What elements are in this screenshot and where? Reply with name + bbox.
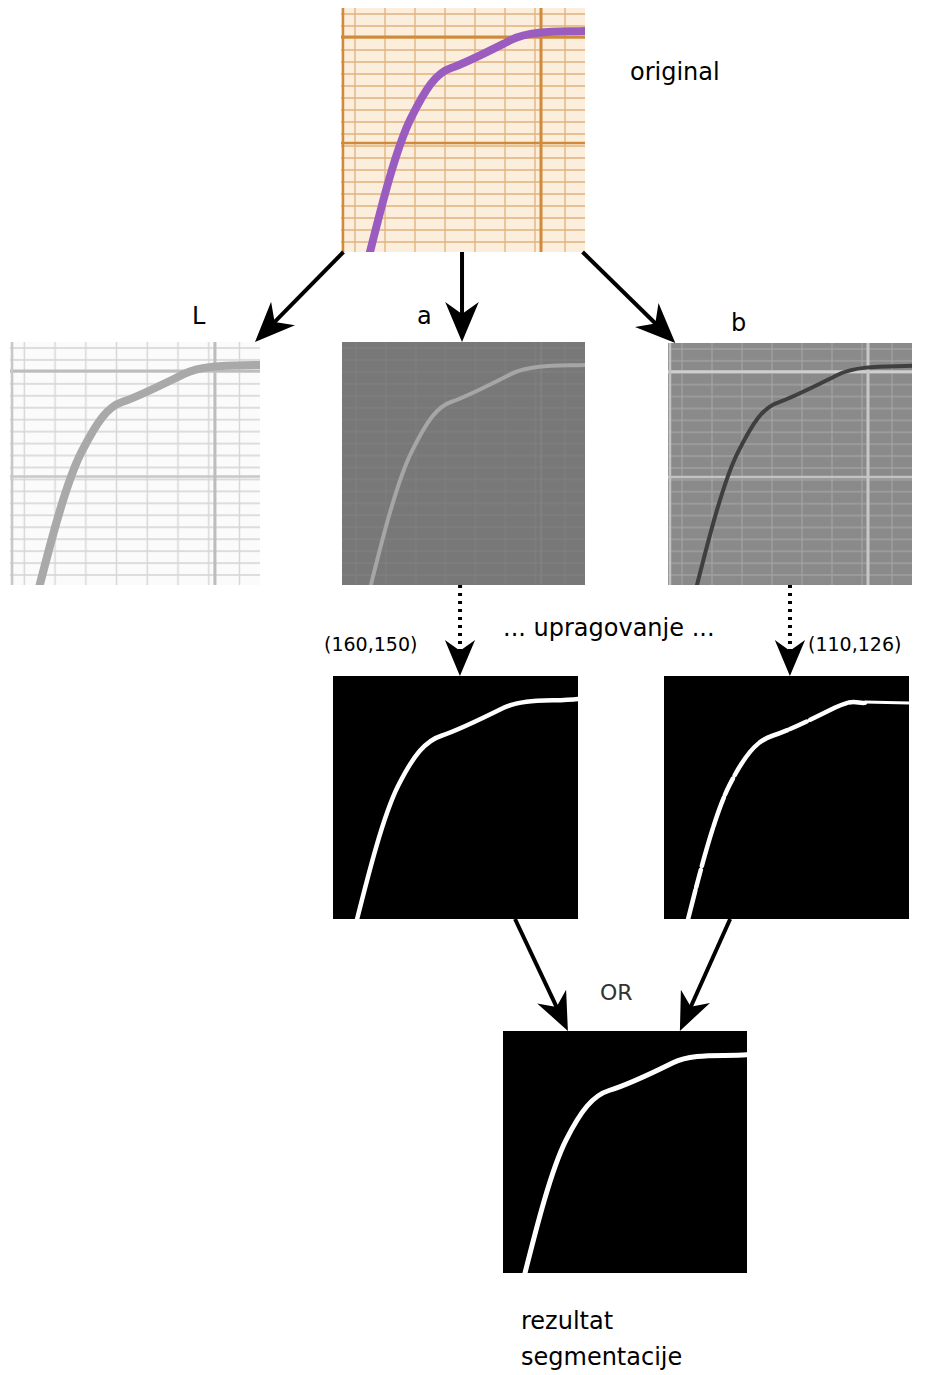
flow-arrow [255, 252, 343, 342]
threshold-a-image [333, 676, 578, 919]
arrow-head [255, 302, 295, 342]
a-channel-image [342, 342, 585, 585]
panel-label: rezultat segmentacije [521, 1303, 696, 1375]
process-note: ... upragovanje ... [503, 614, 715, 643]
panel-label: b [731, 309, 746, 338]
a-channel-panel: a [342, 342, 585, 585]
arrow-shaft [273, 252, 343, 323]
arrow-shaft [690, 919, 730, 1008]
threshold-values: (110,126) [808, 633, 901, 656]
threshold-panel [664, 676, 909, 919]
flow-arrow [515, 919, 568, 1031]
arrow-shaft [458, 585, 462, 653]
threshold-panel [333, 676, 578, 919]
original-panel: original [341, 8, 585, 252]
panel-label: a [417, 302, 432, 331]
original-image [341, 8, 585, 252]
threshold-values: (160,150) [324, 633, 417, 656]
operator-label: OR [600, 980, 633, 1006]
panel-label: L [192, 302, 205, 331]
l-channel-panel: L [10, 342, 260, 585]
panel-label: original [630, 58, 720, 87]
result-image [503, 1031, 747, 1273]
arrow-head [635, 303, 675, 343]
arrow-shaft [515, 919, 557, 1009]
flow-arrow [583, 252, 676, 343]
b-channel-image [668, 343, 912, 585]
threshold-b-image [664, 676, 909, 919]
arrow-shaft [460, 252, 464, 316]
flow-arrow [680, 919, 730, 1031]
arrow-head [680, 990, 710, 1031]
flow-arrow [445, 585, 475, 676]
b-channel-panel: b [668, 343, 912, 585]
arrow-head [775, 640, 805, 676]
arrow-head [445, 640, 475, 676]
arrow-shaft [583, 252, 657, 325]
flow-arrow [445, 252, 479, 342]
l-channel-image [10, 342, 260, 585]
arrow-head [445, 302, 479, 342]
result-panel: rezultat segmentacije [503, 1031, 747, 1273]
arrow-head [537, 990, 568, 1031]
arrow-shaft [788, 585, 792, 653]
flow-arrow [775, 585, 805, 676]
